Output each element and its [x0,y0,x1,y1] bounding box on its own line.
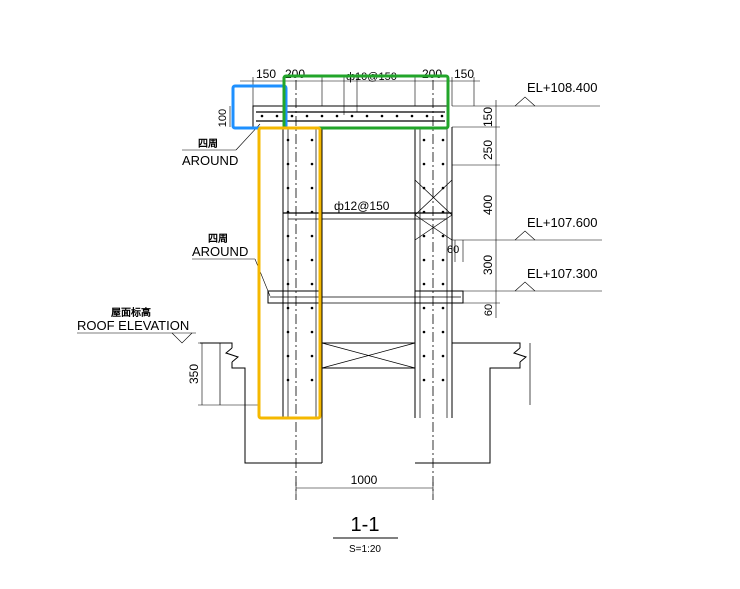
rebar-dot [350,114,354,118]
rebar-dot [290,114,294,118]
rebar-dot [305,114,309,118]
left-wall [282,127,323,418]
rebar-dot [365,114,369,118]
rebar-dot [310,138,314,142]
dim-1000-lines [295,482,434,494]
rebar-dot [310,210,314,214]
rebar-dot [441,138,445,142]
rebar-dot [335,114,339,118]
rebar-dot [441,306,445,310]
rebar-dot [275,114,279,118]
rebar-dot [286,306,290,310]
rebar-dot [441,282,445,286]
roof-en: ROOF ELEVATION [77,318,189,333]
roof-outline [200,342,531,464]
rebar-dot [286,138,290,142]
rebar-dot [286,258,290,262]
rebar-dot [422,258,426,262]
rebar-dot [310,186,314,190]
rebar-dot [320,114,324,118]
rebar-dot [422,210,426,214]
dim-top-200-right: 200 [422,67,442,81]
dim-left-100: 100 [217,109,229,127]
around1-en: AROUND [182,153,238,168]
around2-en: AROUND [192,244,248,259]
green-highlight-box [282,74,450,130]
rebar-dot [422,330,426,334]
rebar-dot [441,378,445,382]
section-title: 1-1 [351,514,380,536]
rebar-dot [310,234,314,238]
rebar-dot [410,114,414,118]
around1-cn: 四周 [198,138,218,150]
rebar-dot [422,234,426,238]
mid-rebar-label: ф12@150 [334,199,390,213]
rebar-dot [441,258,445,262]
rebar-dot [286,210,290,214]
yellow-highlight-box [257,126,322,420]
rebar-dot [310,258,314,262]
rebar-dot [441,234,445,238]
corbels [267,290,464,304]
right-dimensions [452,100,500,318]
dim-right-150: 150 [481,107,495,127]
rebar-dot [286,282,290,286]
around2-cn: 四周 [208,233,228,245]
dim-top-150-left: 150 [256,67,276,81]
opening-block [321,342,416,369]
elevation-107-300: EL+107.300 [527,266,597,281]
rebar-dot [441,330,445,334]
roof-elevation-marker [77,332,196,344]
dim-top-150-right: 150 [454,67,474,81]
dim-right-300: 300 [481,255,495,275]
elevation-108-400: EL+108.400 [527,80,597,95]
rebar-dot [310,306,314,310]
rebar-dot [310,354,314,358]
rebar-dot [286,186,290,190]
rebar-dot [310,162,314,166]
rebar-dot [310,378,314,382]
top-slab [252,105,449,128]
rebar-dot [422,186,426,190]
dim-350-lines [198,342,260,406]
rebar-dot [286,378,290,382]
dim-top-200-left: 200 [285,67,305,81]
dim-bottom-1000: 1000 [351,473,378,487]
dim-mid-60: 60 [447,244,459,256]
rebar-dots [260,114,445,382]
rebar-dot [422,378,426,382]
dim-left-350: 350 [187,364,201,384]
rebar-dot [422,306,426,310]
right-wall [414,127,453,418]
rebar-dot [422,354,426,358]
roof-cn: 屋面标高 [111,306,151,319]
rebar-dot [422,138,426,142]
rebar-dot [286,330,290,334]
rebar-dot [310,330,314,334]
rebar-dot [286,234,290,238]
rebar-dot [441,210,445,214]
rebar-dot [422,162,426,166]
dim-right-60: 60 [483,304,495,316]
scale-label: S=1:20 [349,544,381,555]
rebar-dot [310,282,314,286]
rebar-dot [441,354,445,358]
rebar-dot [260,114,264,118]
rebar-dot [440,114,444,118]
rebar-dot [441,186,445,190]
blue-highlight-box [231,84,288,130]
rebar-dot [422,282,426,286]
rebar-dot [286,354,290,358]
rebar-dot [380,114,384,118]
rebar-dot [441,162,445,166]
dim-right-400: 400 [481,195,495,215]
rebar-dot [425,114,429,118]
rebar-dot [395,114,399,118]
elevation-markers [500,96,602,292]
elevation-107-600: EL+107.600 [527,215,597,230]
dim-right-250: 250 [481,140,495,160]
rebar-dot [286,162,290,166]
